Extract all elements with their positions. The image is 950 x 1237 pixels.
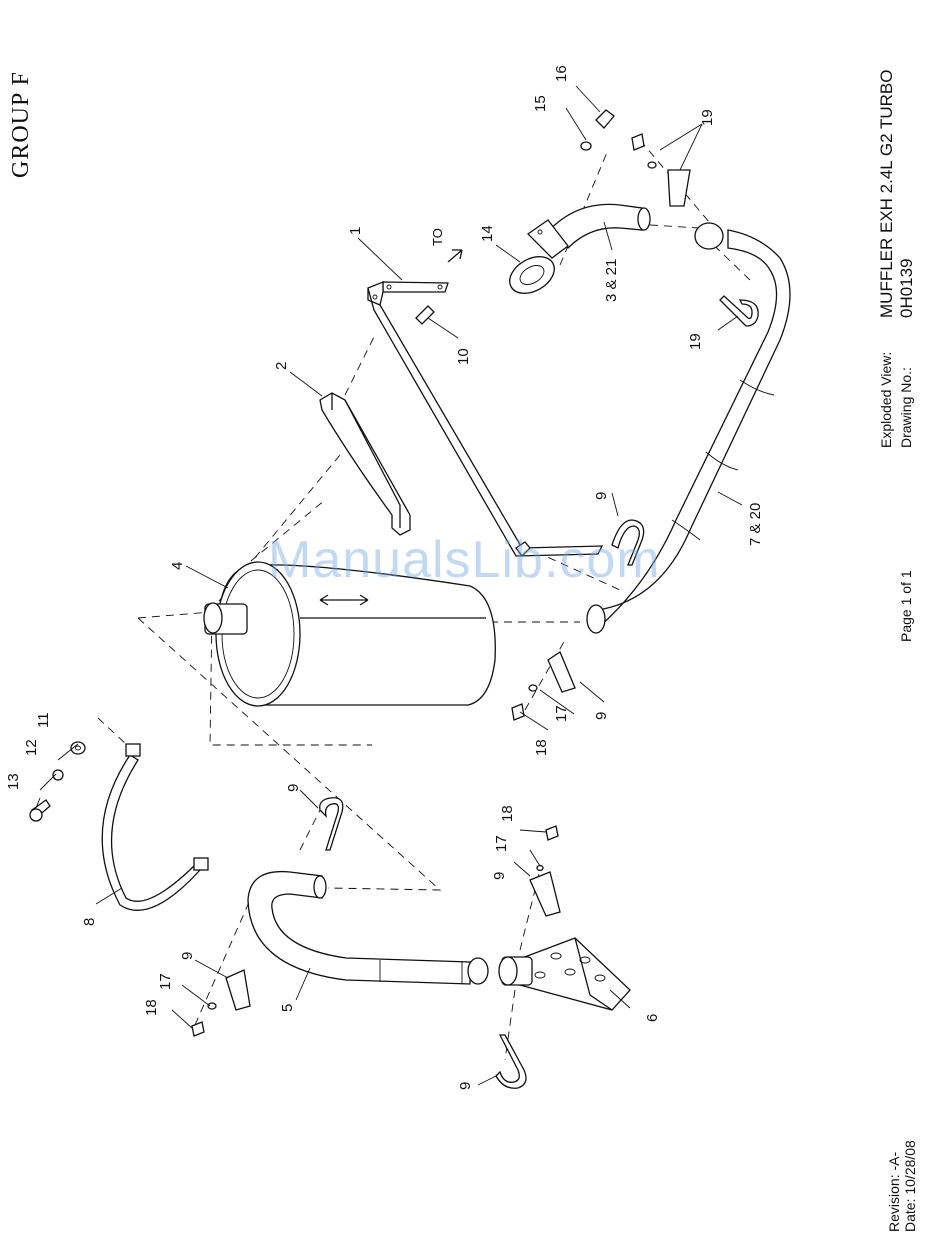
callout-11: 11 — [35, 712, 52, 728]
callout-9b: 9 — [179, 952, 196, 960]
drawing-value: 0H0139 — [897, 258, 917, 318]
callout-18b: 18 — [499, 805, 516, 822]
page-number: Page 1 of 1 — [898, 570, 914, 642]
callout-17b: 17 — [493, 835, 510, 852]
callout-17c: 17 — [553, 705, 570, 722]
group-title: GROUP F — [8, 71, 35, 178]
callout-4: 4 — [169, 562, 186, 570]
label-to: TO — [430, 228, 445, 246]
callout-19a: 19 — [699, 109, 716, 126]
callout-10: 10 — [455, 348, 472, 365]
callout-5: 5 — [279, 1004, 296, 1012]
view-label: Exploded View: — [878, 352, 894, 448]
callout-18a: 18 — [143, 999, 160, 1016]
part-3-21-elbow-pipe — [528, 204, 650, 258]
callout-1: 1 — [347, 227, 364, 235]
callout-6: 6 — [644, 1014, 661, 1022]
callout-17a: 17 — [157, 973, 174, 990]
callout-16: 16 — [553, 65, 570, 82]
callout-9c: 9 — [491, 872, 508, 880]
parts-15-16-bolt — [581, 110, 614, 150]
revision: Revision: -A- — [886, 1152, 902, 1232]
callout-19b: 19 — [687, 333, 704, 350]
callout-9e: 9 — [593, 492, 610, 500]
date: Date: 10/28/08 — [902, 1140, 918, 1232]
part-10-bolt — [416, 306, 434, 324]
callout-18c: 18 — [533, 739, 550, 756]
callout-9a: 9 — [285, 784, 302, 792]
callout-8: 8 — [81, 918, 98, 926]
drawing-label: Drawing No.: — [898, 367, 914, 448]
callout-13: 13 — [5, 773, 22, 790]
callout-9d: 9 — [457, 1082, 474, 1090]
callout-7-20: 7 & 20 — [747, 503, 764, 546]
callout-12: 12 — [23, 739, 40, 756]
watermark: ManualsLib.com — [268, 530, 661, 590]
callout-15: 15 — [532, 95, 549, 112]
callout-3-21: 3 & 21 — [603, 259, 620, 302]
callout-14: 14 — [479, 225, 496, 242]
callout-9f: 9 — [593, 712, 610, 720]
part-6-mounting-plate — [499, 938, 630, 1010]
part-2-hanger — [320, 393, 410, 535]
view-value: MUFFLER EXH 2.4L G2 TURBO — [877, 70, 897, 318]
callout-2: 2 — [273, 362, 290, 370]
part-8-muffler-strap — [102, 744, 208, 910]
